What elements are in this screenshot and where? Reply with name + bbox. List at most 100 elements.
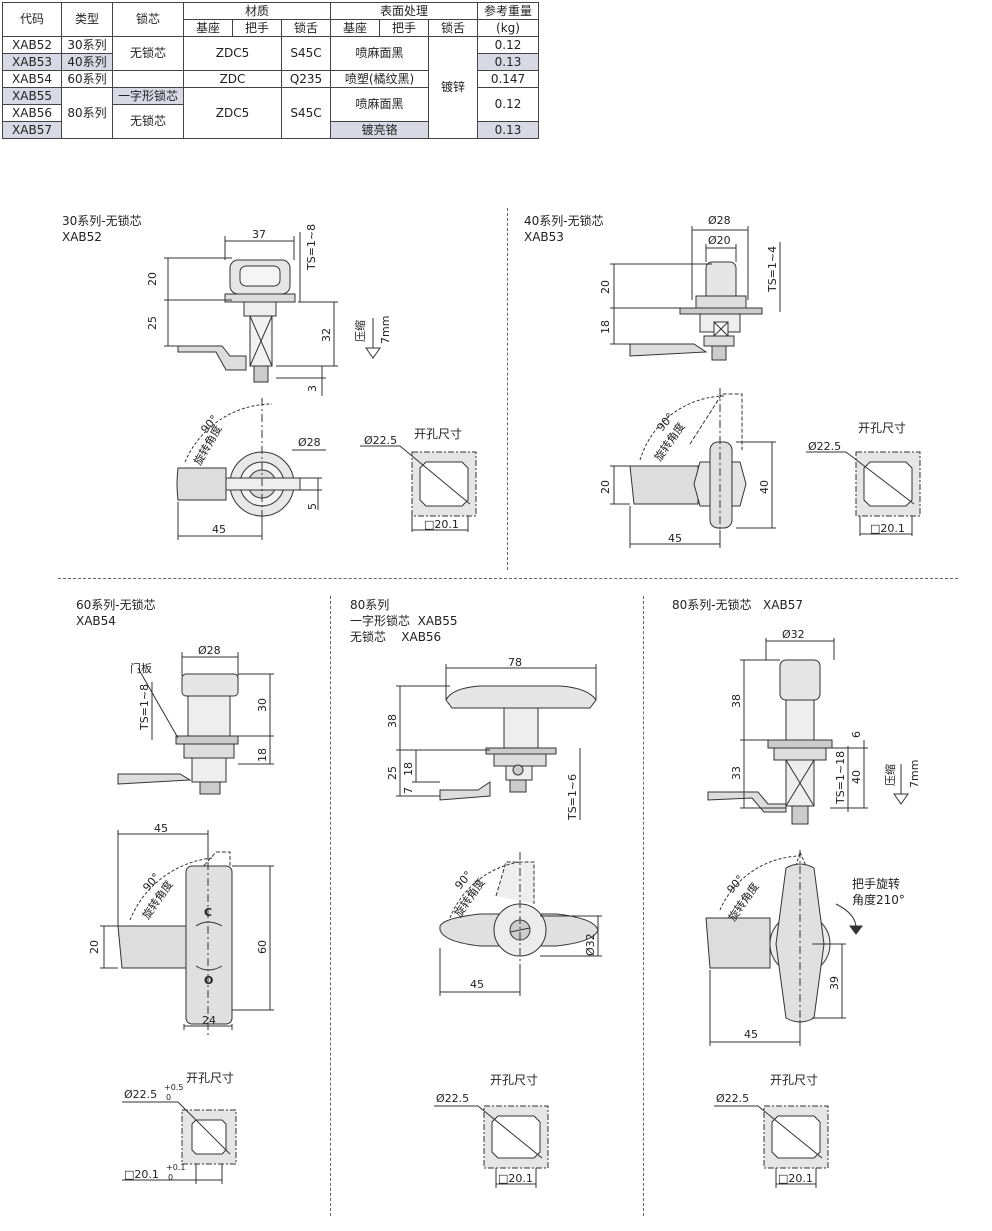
- material-cell: ZDC5: [183, 87, 282, 139]
- surface-cell: 喷麻面黑: [330, 36, 429, 71]
- core-cell: 无锁芯: [112, 104, 184, 139]
- dim-label: Ø22.5: [716, 1092, 749, 1105]
- dim-label: Ø22.5: [364, 434, 397, 447]
- note: 角度210°: [852, 892, 905, 907]
- dim-label: TS=1~8: [138, 684, 151, 731]
- dim-label: 78: [508, 656, 522, 669]
- dim-label: □20.1: [870, 522, 905, 535]
- dim-label: 6: [850, 731, 863, 738]
- dim-label: 38: [730, 694, 743, 708]
- dim-tol: +0.1: [166, 1163, 185, 1172]
- surface-cell: 镀亮铬: [330, 121, 429, 139]
- dim-label: Ø28: [198, 644, 221, 657]
- dim-label: 39: [828, 976, 841, 990]
- col-base: 基座: [183, 19, 233, 37]
- separator: [643, 596, 644, 1216]
- dim-label: 压缩: [354, 320, 367, 342]
- col-unit: (kg): [477, 19, 539, 37]
- dim-tol: 0: [166, 1093, 171, 1102]
- dim-label: Ø20: [708, 234, 731, 247]
- col-weight: 参考重量: [477, 2, 539, 20]
- dim-label: 20: [599, 280, 612, 294]
- letter-o: O: [204, 974, 213, 987]
- separator: [58, 578, 958, 579]
- dim-label: 20: [599, 480, 612, 494]
- dim-label: □20.1: [498, 1172, 533, 1185]
- note: 把手旋转: [852, 876, 900, 891]
- dim-label: 5: [306, 503, 319, 510]
- dim-label: Ø28: [298, 436, 321, 449]
- dim-label: 7mm: [379, 316, 392, 344]
- panel-title: 80系列-无锁芯 XAB57: [672, 598, 803, 612]
- dim-label: 25: [386, 766, 399, 780]
- col-handle: 把手: [232, 19, 282, 37]
- col-tongue2: 锁舌: [428, 19, 478, 37]
- panel-code: 无锁芯 XAB56: [350, 630, 442, 644]
- hole-title: 开孔尺寸: [770, 1073, 818, 1087]
- dim-label: 45: [212, 523, 226, 536]
- dim-label: Ø22.5: [124, 1088, 157, 1101]
- dim-label: 24: [202, 1014, 216, 1027]
- material-cell: S45C: [281, 87, 331, 139]
- weight-cell: 0.13: [477, 53, 539, 71]
- dim-label: 门板: [130, 661, 152, 675]
- dim-label: 7mm: [908, 760, 921, 788]
- letter-c: C: [204, 906, 212, 919]
- dim-label: 7: [402, 787, 415, 794]
- weight-cell: 0.13: [477, 121, 539, 139]
- dim-label: 3: [306, 385, 319, 392]
- hole-title: 开孔尺寸: [186, 1071, 234, 1085]
- dim-label: 37: [252, 228, 266, 241]
- separator: [507, 208, 508, 570]
- dim-label: TS=1~8: [305, 224, 318, 271]
- dim-label: □20.1: [124, 1168, 159, 1181]
- dim-label: Ø22.5: [808, 440, 841, 453]
- dim-label: 压缩: [884, 764, 897, 786]
- dim-tol: +0.5: [164, 1083, 183, 1092]
- dim-label: Ø32: [584, 933, 597, 956]
- dim-label: 45: [154, 822, 168, 835]
- dim-label: 38: [386, 714, 399, 728]
- surface-cell: 喷塑(橘纹黑): [330, 70, 429, 88]
- type-cell: 40系列: [61, 53, 113, 71]
- panel-code: XAB52: [62, 230, 102, 244]
- dim-label: TS=1~4: [766, 246, 779, 293]
- dim-tol: 0: [168, 1173, 173, 1182]
- type-cell: 30系列: [61, 36, 113, 54]
- surface-cell: 喷麻面黑: [330, 87, 429, 122]
- weight-cell: 0.12: [477, 36, 539, 54]
- panel-code: XAB54: [76, 614, 116, 628]
- dim-label: 60: [256, 940, 269, 954]
- dim-label: 40: [850, 770, 863, 784]
- panel-code: XAB53: [524, 230, 564, 244]
- dim-label: 18: [402, 762, 415, 776]
- dim-label: □20.1: [424, 518, 459, 531]
- dim-label: 20: [146, 272, 159, 286]
- panel-title: 80系列: [350, 598, 390, 612]
- type-cell: 60系列: [61, 70, 113, 88]
- dim-label: Ø22.5: [436, 1092, 469, 1105]
- hole-title: 开孔尺寸: [858, 421, 906, 435]
- dim-label: 18: [256, 748, 269, 762]
- col-code: 代码: [2, 2, 62, 37]
- dim-label: 18: [599, 320, 612, 334]
- dim-label: 45: [744, 1028, 758, 1041]
- dim-label: TS=1~18: [834, 751, 847, 805]
- dim-label: □20.1: [778, 1172, 813, 1185]
- panel-title: 40系列-无锁芯: [524, 214, 604, 228]
- hole-title: 开孔尺寸: [414, 427, 462, 441]
- surface-cell: 镀锌: [428, 36, 478, 139]
- dim-label: Ø32: [782, 628, 805, 641]
- core-cell: 一字形锁芯: [112, 87, 184, 105]
- code-cell: XAB57: [2, 121, 62, 139]
- dim-label: TS=1~6: [566, 774, 579, 821]
- dim-label: 32: [320, 328, 333, 342]
- code-cell: XAB52: [2, 36, 62, 54]
- separator: [330, 596, 331, 1216]
- col-handle2: 把手: [379, 19, 429, 37]
- panel-title: 60系列-无锁芯: [76, 598, 156, 612]
- dim-label: 25: [146, 316, 159, 330]
